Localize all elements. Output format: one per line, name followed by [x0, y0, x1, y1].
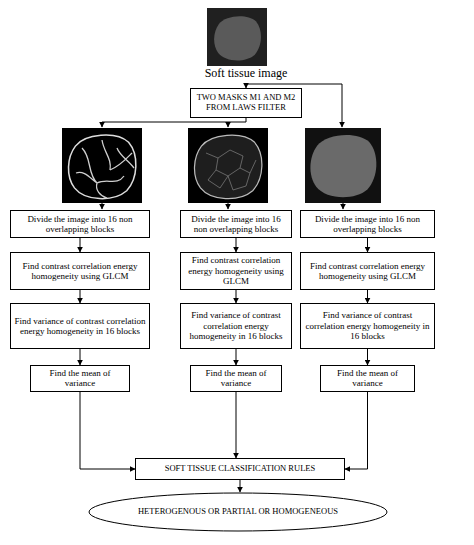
layout-wires: [102, 84, 343, 209]
tissue-thumbnail: [207, 8, 267, 66]
process-box: Find the mean of variance: [30, 365, 130, 392]
flow-arrow: [345, 392, 368, 469]
image-frame: [207, 8, 267, 66]
texture-mesh: [206, 150, 256, 190]
tissue-shape: [214, 16, 261, 60]
node-text: Find variance of contrast correlation en…: [184, 310, 288, 341]
node-text: Find variance of contrast correlation en…: [304, 310, 431, 341]
branch-arrow: [102, 118, 246, 127]
process-box: TWO MASKS M1 AND M2 FROM LAWS FILTER: [190, 88, 302, 118]
node-text: Find contrast correlation energy homogen…: [184, 255, 288, 286]
flow-arrow: [236, 290, 237, 303]
node-text: Find the mean of variance: [194, 368, 278, 389]
image-arrow: [102, 203, 103, 209]
process-box: Divide the image into 16 non overlapping…: [180, 210, 292, 238]
process-box: Find contrast correlation energy homogen…: [300, 252, 435, 290]
process-box: Find contrast correlation energy homogen…: [10, 252, 150, 290]
process-box: Divide the image into 16 non overlapping…: [10, 210, 150, 238]
process-box: Find contrast correlation energy homogen…: [180, 252, 292, 290]
tissue-shape: [310, 135, 376, 197]
flow-arrow: [80, 238, 81, 252]
tissue-images: [62, 8, 381, 203]
node-text: Divide the image into 16 non overlapping…: [14, 214, 146, 235]
tissue-outline: [194, 135, 261, 199]
node-text: HETEROGENOUS OR PARTIAL OR HOMOGENEOUS: [138, 507, 338, 517]
image-arrow: [228, 203, 229, 209]
flow-arrow: [367, 349, 368, 365]
image-frame: [62, 128, 142, 203]
node-text: TWO MASKS M1 AND M2 FROM LAWS FILTER: [194, 93, 298, 113]
node-text: SOFT TISSUE CLASSIFICATION RULES: [165, 464, 316, 474]
node-text: Find the mean of variance: [34, 368, 126, 389]
flow-arrow: [367, 290, 368, 303]
image-frame: [305, 128, 381, 203]
branch-arrow: [228, 122, 229, 127]
node-text: Divide the image into 16 non overlapping…: [304, 214, 431, 235]
process-box: Find the mean of variance: [320, 365, 415, 392]
process-box: Find variance of contrast correlation en…: [10, 303, 150, 349]
mask-image-m2: [188, 128, 268, 203]
rules-box: SOFT TISSUE CLASSIFICATION RULES: [135, 458, 345, 480]
process-box: Divide the image into 16 non overlapping…: [300, 210, 435, 238]
flow-arrow: [236, 238, 237, 252]
process-box: Find the mean of variance: [190, 365, 282, 392]
texture-veins: [76, 140, 134, 198]
image-caption: Soft tissue image: [166, 66, 326, 81]
flow-arrow: [80, 392, 135, 469]
node-text: Find contrast correlation energy homogen…: [304, 261, 431, 282]
flow-arrow: [236, 392, 237, 458]
node-text: Find contrast correlation energy homogen…: [14, 261, 146, 282]
node-text: Divide the image into 16 non overlapping…: [184, 214, 288, 235]
process-box: Find variance of contrast correlation en…: [180, 303, 292, 349]
flow-arrow: [240, 480, 241, 492]
node-text: Find the mean of variance: [324, 368, 411, 389]
flow-arrow: [80, 349, 81, 365]
mask-image-m1: [62, 128, 142, 203]
image-frame: [188, 128, 268, 203]
result-ellipse: HETEROGENOUS OR PARTIAL OR HOMOGENEOUS: [88, 492, 388, 532]
ellipse-shape: [89, 493, 387, 531]
tissue-outline: [68, 135, 135, 199]
flow-arrow: [367, 238, 368, 252]
node-text: Find variance of contrast correlation en…: [14, 316, 146, 337]
flow-arrow: [80, 290, 81, 303]
image-arrow: [343, 203, 344, 209]
flow-arrow: [236, 349, 237, 365]
original-tissue-image: [305, 128, 381, 203]
process-box: Find variance of contrast correlation en…: [300, 303, 435, 349]
